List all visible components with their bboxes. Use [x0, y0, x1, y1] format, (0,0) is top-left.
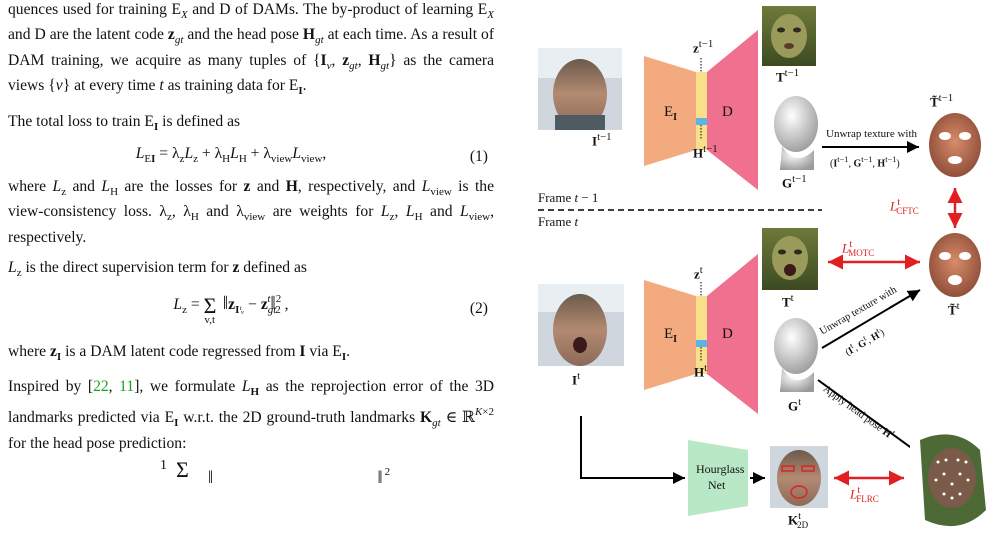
- unwrap-arrow-cur: [821, 289, 921, 349]
- landmarks-image: [770, 446, 828, 508]
- unwrapped-label-prev: T̃t−1: [930, 92, 954, 110]
- paragraph-total-loss-intro: The total loss to train EI is defined as: [8, 112, 241, 133]
- posed-render-image: [910, 430, 990, 536]
- head-pose-block-prev: [696, 118, 707, 125]
- decoder-block-cur: [707, 254, 758, 414]
- texture-label-prev: Tt−1: [776, 67, 800, 85]
- unwrapped-texture-cur: [929, 233, 981, 297]
- texture-image-cur: [762, 228, 818, 290]
- equation-1-body: LEI = λzLz + λHLH + λviewLview,: [135, 145, 327, 166]
- encoder-label-cur: EI: [664, 326, 678, 345]
- frame-label-prev: Frame t − 1: [538, 190, 599, 205]
- input-label-prev: It−1: [592, 131, 612, 149]
- paragraph-zi-definition: where zI is a DAM latent code regressed …: [8, 342, 351, 363]
- geometry-label-prev: Gt−1: [782, 173, 807, 191]
- encoder-block-prev: [644, 56, 696, 166]
- latent-z-block-cur: [696, 296, 707, 340]
- encoder-label-prev: EI: [664, 104, 678, 123]
- texture-label-cur: Tt: [782, 292, 794, 310]
- unwrapped-texture-prev: [925, 110, 985, 180]
- decoder-block-prev: [707, 30, 758, 190]
- equation-2-body: Lz = Σv,t ‖zIᵗᵥ − zgtt‖22 ,: [173, 292, 289, 326]
- hourglass-label-2: Net: [708, 478, 726, 492]
- equation-2: Lz = Σv,t ‖zIᵗᵥ − zgtt‖22 , (2): [8, 284, 494, 336]
- equation-3-partial: 1 Σ ‖ ‖2: [160, 457, 393, 488]
- input-photo-prev: [538, 48, 622, 130]
- unwrap-args-prev: (It−1, Gt−1, Ht−1): [830, 155, 900, 170]
- equation-1: LEI = λzLz + λHLH + λviewLview, (1): [8, 137, 494, 177]
- frame-label-cur: Frame t: [538, 214, 579, 229]
- citation-link[interactable]: 11: [119, 378, 135, 396]
- texture-image-prev: [762, 6, 816, 66]
- pipeline-diagram: [538, 6, 990, 536]
- citation-link[interactable]: 22: [93, 378, 109, 396]
- landmarks-label: Kt2D: [788, 510, 809, 530]
- unwrap-label-prev: Unwrap texture with: [826, 128, 918, 140]
- geometry-label-cur: Gt: [788, 396, 802, 414]
- equation-1-number: (1): [469, 147, 488, 165]
- to-hourglass-arrow: [580, 416, 685, 484]
- latent-z-block-prev: [696, 72, 707, 118]
- equation-2-number: (2): [469, 300, 488, 318]
- input-label-cur: It: [572, 370, 581, 388]
- apply-head-pose-arrow: [817, 379, 929, 461]
- h-label-cur: Ht: [694, 362, 708, 380]
- z-label-cur: zt: [694, 264, 703, 282]
- geometry-mesh-cur: [774, 318, 818, 392]
- hourglass-label: Hourglass: [696, 462, 745, 476]
- z-label-prev: zt−1: [693, 38, 714, 56]
- unwrapped-label-cur: T̃t: [948, 300, 960, 318]
- cftc-loss-label: LtCFTC: [890, 196, 919, 216]
- paragraph-training-data: quences used for training EX and D of DA…: [8, 1, 495, 98]
- paragraph-lz-intro: Lz is the direct supervision term for z …: [8, 259, 307, 280]
- hourglass-net-block: [688, 440, 748, 516]
- decoder-label-cur: D: [722, 326, 733, 342]
- method-figure: It−1 zt−1 Ht−1 EI D Tt−1 Gt−1 Unwrap tex…: [500, 0, 993, 552]
- h-label-prev: Ht−1: [693, 143, 718, 161]
- decoder-label-prev: D: [722, 104, 733, 120]
- head-pose-block-cur: [696, 340, 707, 347]
- flrc-loss-label: LtFLRC: [850, 484, 879, 504]
- encoder-block-cur: [644, 280, 696, 390]
- paragraph-reprojection: Inspired by [22, 11], we formulate LH as…: [8, 378, 495, 452]
- geometry-mesh-prev: [774, 96, 818, 170]
- paragraph-loss-definitions: where Lz and LH are the losses for z and…: [8, 178, 495, 246]
- input-photo-cur: [538, 284, 624, 366]
- motc-loss-label: LtMOTC: [842, 238, 875, 258]
- text-column: quences used for training EX and D of DA…: [8, 0, 495, 488]
